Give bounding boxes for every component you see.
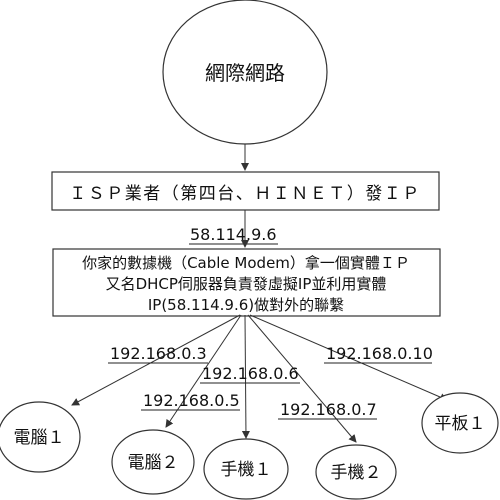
tablet1-node bbox=[421, 392, 499, 454]
modem-to-pc1-connector bbox=[71, 314, 241, 406]
phone1-node bbox=[203, 438, 289, 500]
tablet1-label: 平板１ bbox=[435, 414, 486, 434]
isp-box bbox=[51, 171, 440, 211]
pc2-label: 電腦２ bbox=[128, 453, 179, 473]
modem-text-line2: 又名DHCP伺服器負責發虛擬IP並利用實體 bbox=[106, 275, 387, 293]
pc2-node bbox=[111, 429, 195, 495]
modem-to-phone1-connector bbox=[241, 314, 250, 439]
pc1-node bbox=[0, 401, 81, 473]
pc1-ip-label: 192.168.0.3 bbox=[110, 344, 207, 363]
isp-label: ＩＳＰ業者（第四台、ＨＩＮＥＴ）發ＩＰ bbox=[69, 184, 421, 204]
modem-text-line3: IP(58.114.9.6)做對外的聯繫 bbox=[148, 296, 344, 314]
internet-label: 網際網路 bbox=[205, 61, 285, 85]
pc2-ip-label: 192.168.0.5 bbox=[143, 391, 240, 410]
phone2-node bbox=[315, 444, 397, 500]
phone1-ip-label: 192.168.0.6 bbox=[202, 364, 299, 383]
pc1-label: 電腦１ bbox=[14, 428, 65, 448]
phone1-label: 手機１ bbox=[221, 460, 272, 480]
phone2-label: 手機２ bbox=[331, 463, 382, 483]
modem-to-pc2-connector bbox=[165, 314, 242, 428]
modem-to-tablet1-connector bbox=[249, 314, 448, 401]
modem-text-line1: 你家的數據機（Cable Modem）拿一個實體ＩＰ bbox=[82, 254, 410, 272]
phone2-ip-label: 192.168.0.7 bbox=[280, 400, 377, 419]
tablet1-ip-label: 192.168.0.10 bbox=[326, 344, 433, 363]
modem-to-phone2-connector bbox=[247, 314, 357, 443]
modem-box bbox=[52, 248, 441, 317]
public-ip-label: 58.114.9.6 bbox=[190, 225, 277, 244]
